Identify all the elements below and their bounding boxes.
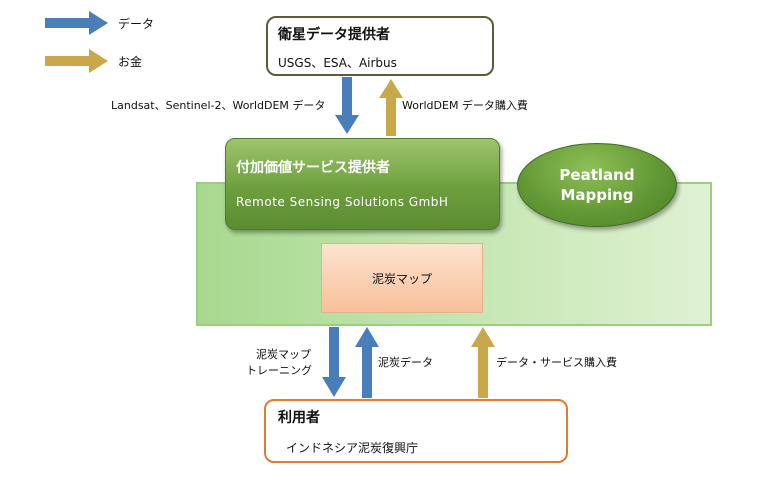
satellite-data-provider-box: 衛星データ提供者 USGS、ESA、Airbus xyxy=(266,16,494,76)
peat-map-box: 泥炭マップ xyxy=(321,243,483,313)
vas-title: 付加価値サービス提供者 xyxy=(236,160,390,176)
user-title: 利用者 xyxy=(278,410,320,426)
provider-members: USGS、ESA、Airbus xyxy=(278,56,397,70)
user-org: インドネシア泥炭復興庁 xyxy=(286,441,419,455)
data-arrow-map-training-to-user xyxy=(322,327,346,397)
data-arrow-provider-to-vas xyxy=(335,77,359,134)
data-flow-label-top: Landsat、Sentinel-2、WorldDEM データ xyxy=(111,99,326,112)
money-flow-label-top: WorldDEM データ購入費 xyxy=(402,99,528,112)
peatland-mapping-ellipse: Peatland Mapping xyxy=(517,143,677,227)
legend-money-label: お金 xyxy=(118,55,143,69)
money-arrow-service-fee xyxy=(471,327,495,398)
provider-title: 衛星データ提供者 xyxy=(278,27,390,43)
legend-data-label: データ xyxy=(118,17,155,31)
peat-data-label: 泥炭データ xyxy=(378,356,433,369)
vas-company: Remote Sensing Solutions GmbH xyxy=(236,195,449,209)
map-training-label-line2: トレーニング xyxy=(246,364,312,377)
peat-map-label: 泥炭マップ xyxy=(371,271,432,286)
value-added-service-provider-box: 付加価値サービス提供者 Remote Sensing Solutions Gmb… xyxy=(225,138,500,230)
peatland-label-line2: Mapping xyxy=(560,186,634,204)
money-arrow-vas-to-provider xyxy=(379,79,403,136)
legend-data-arrow xyxy=(45,11,108,35)
legend-money-arrow xyxy=(45,49,108,73)
map-training-label-line1: 泥炭マップ xyxy=(256,348,311,361)
data-arrow-peat-data-to-band xyxy=(355,327,379,398)
user-box: 利用者 インドネシア泥炭復興庁 xyxy=(264,399,568,463)
service-fee-label: データ・サービス購入費 xyxy=(496,356,617,369)
peatland-label-line1: Peatland xyxy=(559,166,635,184)
